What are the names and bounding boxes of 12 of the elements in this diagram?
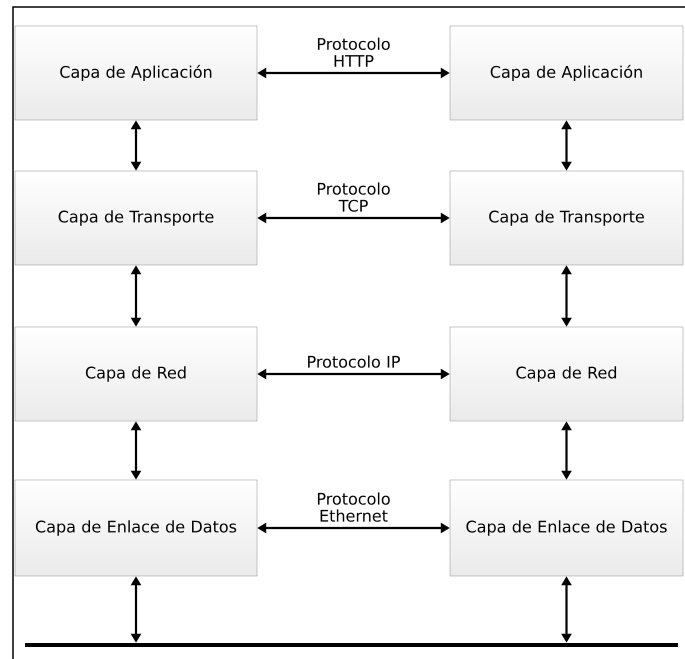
edge-label: Protocolo IP <box>305 354 402 369</box>
edge-label: Protocolo TCP <box>305 181 402 213</box>
layer-box: Capa de Transporte <box>450 170 684 266</box>
layer-box: Capa de Enlace de Datos <box>14 480 258 576</box>
layer-box: Capa de Aplicación <box>14 26 258 120</box>
layer-box: Capa de Transporte <box>14 170 258 266</box>
layer-box: Capa de Enlace de Datos <box>450 480 684 576</box>
layer-box: Capa de Red <box>14 326 258 422</box>
layer-box: Capa de Red <box>450 326 684 422</box>
edge-label: Protocolo HTTP <box>305 36 402 68</box>
layer-box: Capa de Aplicación <box>450 26 684 120</box>
edge-label: Protocolo Ethernet <box>305 491 402 523</box>
